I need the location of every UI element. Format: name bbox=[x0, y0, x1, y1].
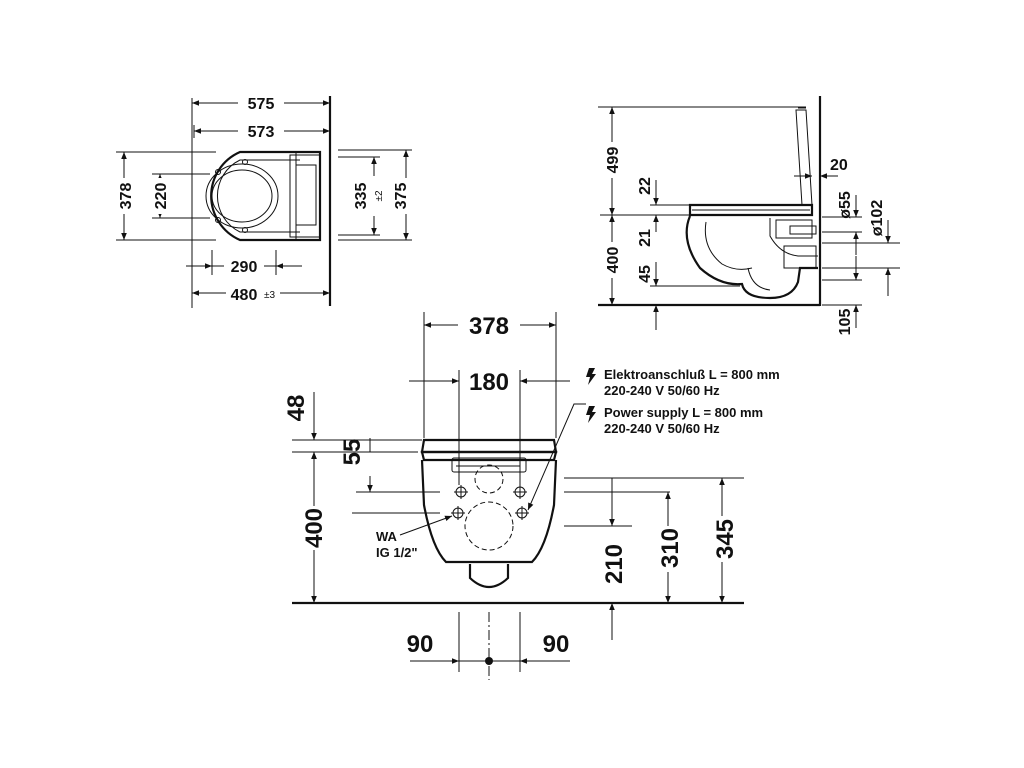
power-outlet bbox=[515, 506, 529, 520]
wa-label: WA bbox=[376, 529, 398, 544]
note-de-line2: 220-240 V 50/60 Hz bbox=[604, 383, 720, 398]
dim-diameter-102: ø102 bbox=[869, 200, 886, 237]
dim-378-top: 378 bbox=[118, 183, 135, 210]
dim-573: 573 bbox=[248, 124, 275, 141]
dim-220: 220 bbox=[153, 183, 170, 210]
dim-105: 105 bbox=[837, 309, 854, 336]
dim-378-front: 378 bbox=[469, 313, 509, 340]
dim-90-right: 90 bbox=[543, 631, 570, 658]
dim-310: 310 bbox=[657, 528, 684, 568]
dim-180: 180 bbox=[469, 369, 509, 396]
lightning-icon bbox=[586, 406, 596, 423]
bolt-hole-left bbox=[454, 485, 468, 499]
dim-210: 210 bbox=[601, 544, 628, 584]
water-inlet bbox=[451, 506, 465, 520]
dim-335-tolerance: ±2 bbox=[374, 190, 385, 201]
wa-thread-label: IG 1/2" bbox=[376, 545, 418, 560]
side-view: 499 400 22 21 45 20 ø55 ø102 105 bbox=[598, 96, 900, 335]
dim-345: 345 bbox=[712, 519, 739, 559]
dim-400-side: 400 bbox=[605, 247, 622, 274]
dim-375: 375 bbox=[393, 183, 410, 210]
dim-400-front: 400 bbox=[301, 508, 328, 548]
lightning-icon bbox=[586, 368, 596, 385]
front-view: 378 180 48 55 400 WA IG 1/2" 210 310 345 bbox=[283, 309, 780, 680]
dim-diameter-55: ø55 bbox=[837, 191, 854, 219]
dim-575: 575 bbox=[248, 96, 275, 113]
bolt-hole-right bbox=[513, 485, 527, 499]
dim-480-tolerance: ±3 bbox=[264, 290, 275, 301]
dim-90-left: 90 bbox=[407, 631, 434, 658]
dim-45: 45 bbox=[637, 265, 654, 283]
dim-290: 290 bbox=[231, 259, 258, 276]
dim-22: 22 bbox=[637, 177, 654, 195]
dim-20: 20 bbox=[830, 157, 848, 174]
dim-48: 48 bbox=[283, 395, 310, 422]
note-en-line1: Power supply L = 800 mm bbox=[604, 405, 763, 420]
dim-499: 499 bbox=[605, 147, 622, 174]
dim-480: 480 bbox=[231, 287, 258, 304]
dim-335: 335 bbox=[353, 183, 370, 210]
note-de-line1: Elektroanschluß L = 800 mm bbox=[604, 367, 780, 382]
dim-55: 55 bbox=[339, 439, 366, 466]
dim-21: 21 bbox=[637, 229, 654, 247]
top-view: 575 573 378 220 290 480 ±3 335 ±2 375 bbox=[112, 94, 414, 308]
note-en-line2: 220-240 V 50/60 Hz bbox=[604, 421, 720, 436]
